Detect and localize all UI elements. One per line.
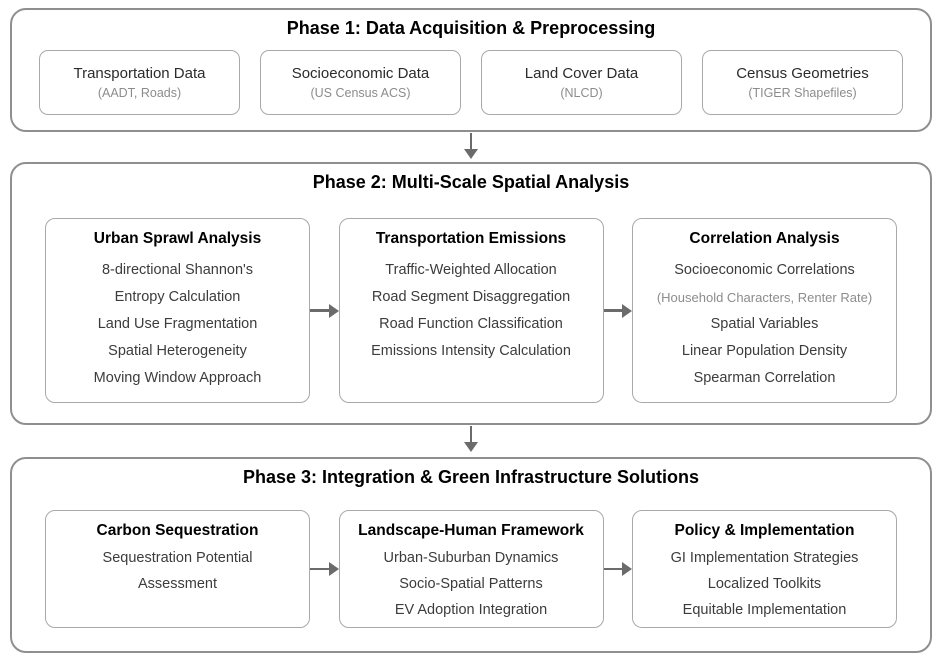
phase3-panel: Phase 3: Integration & Green Infrastruct… [10, 457, 932, 653]
box-sublabel: (NLCD) [560, 86, 603, 100]
box-lines: GI Implementation Strategies Localized T… [633, 545, 896, 623]
box-lines: Urban-Suburban Dynamics Socio-Spatial Pa… [340, 545, 603, 623]
phase2-connector-1 [310, 303, 339, 318]
box-label: Land Cover Data [524, 65, 639, 82]
box-sublabel: (AADT, Roads) [97, 86, 182, 100]
list-item: Moving Window Approach [93, 370, 262, 386]
phase2-connector-2 [603, 303, 632, 318]
box-heading: Policy & Implementation [674, 522, 855, 539]
box-heading: Landscape-Human Framework [358, 522, 584, 539]
list-item: Spatial Variables [710, 316, 819, 332]
right-arrow-icon [310, 562, 339, 576]
process-box-transportation-emissions: Transportation Emissions Traffic-Weighte… [338, 218, 604, 403]
list-item: Spatial Heterogeneity [108, 343, 247, 359]
box-lines: Traffic-Weighted Allocation Road Segment… [340, 257, 603, 365]
box-heading: Correlation Analysis [689, 230, 840, 247]
list-item: GI Implementation Strategies [670, 550, 859, 566]
phase1-to-phase2-connector [10, 132, 932, 162]
box-lines: Sequestration Potential Assessment [46, 545, 309, 597]
phase2-box-row: Urban Sprawl Analysis 8-directional Shan… [12, 218, 930, 403]
list-item: Socio-Spatial Patterns [399, 576, 543, 592]
phase2-panel: Phase 2: Multi-Scale Spatial Analysis Ur… [10, 162, 932, 425]
process-box-urban-sprawl-analysis: Urban Sprawl Analysis 8-directional Shan… [45, 218, 310, 403]
data-source-box-census-geometries: Census Geometries (TIGER Shapefiles) [702, 50, 903, 115]
phase1-box-row: Transportation Data (AADT, Roads) Socioe… [12, 50, 930, 115]
process-box-correlation-analysis: Correlation Analysis Socioeconomic Corre… [632, 218, 897, 403]
phase3-box-row: Carbon Sequestration Sequestration Poten… [12, 510, 930, 628]
list-item: 8-directional Shannon's [101, 262, 254, 278]
list-item: EV Adoption Integration [394, 602, 548, 618]
process-box-policy-implementation: Policy & Implementation GI Implementatio… [632, 510, 897, 628]
phase3-connector-2 [603, 562, 632, 576]
list-item: Urban-Suburban Dynamics [383, 550, 559, 566]
right-arrow-icon [310, 303, 339, 318]
list-item: Spearman Correlation [693, 370, 836, 386]
list-item: Linear Population Density [681, 343, 848, 359]
box-label: Transportation Data [73, 65, 206, 82]
box-heading: Transportation Emissions [375, 230, 567, 247]
box-heading: Urban Sprawl Analysis [93, 230, 262, 247]
list-item: Entropy Calculation [114, 289, 241, 305]
process-box-landscape-human-framework: Landscape-Human Framework Urban-Suburban… [338, 510, 604, 628]
box-lines: 8-directional Shannon's Entropy Calculat… [46, 257, 309, 392]
list-item: Emissions Intensity Calculation [371, 343, 571, 359]
list-item: Assessment [138, 576, 217, 592]
list-item: Equitable Implementation [682, 602, 847, 618]
list-item-muted: (Household Characters, Renter Rate) [656, 290, 873, 305]
box-heading: Carbon Sequestration [96, 522, 259, 539]
data-source-box-land-cover: Land Cover Data (NLCD) [481, 50, 682, 115]
down-arrow-icon [464, 132, 478, 159]
box-sublabel: (TIGER Shapefiles) [748, 86, 857, 100]
process-box-carbon-sequestration: Carbon Sequestration Sequestration Poten… [45, 510, 310, 628]
right-arrow-icon [603, 303, 632, 318]
phase2-title: Phase 2: Multi-Scale Spatial Analysis [312, 172, 630, 192]
box-label: Socioeconomic Data [291, 65, 430, 82]
right-arrow-icon [603, 562, 632, 576]
list-item: Land Use Fragmentation [97, 316, 258, 332]
list-item: Traffic-Weighted Allocation [385, 262, 557, 278]
box-lines: Socioeconomic Correlations (Household Ch… [633, 257, 896, 392]
phase1-title: Phase 1: Data Acquisition & Preprocessin… [286, 18, 656, 38]
data-source-box-transportation: Transportation Data (AADT, Roads) [39, 50, 240, 115]
list-item: Sequestration Potential [102, 550, 253, 566]
list-item: Socioeconomic Correlations [674, 262, 855, 278]
phase3-title: Phase 3: Integration & Green Infrastruct… [242, 467, 700, 487]
list-item: Road Function Classification [379, 316, 563, 332]
phase1-panel: Phase 1: Data Acquisition & Preprocessin… [10, 8, 932, 132]
data-source-box-socioeconomic: Socioeconomic Data (US Census ACS) [260, 50, 461, 115]
list-item: Road Segment Disaggregation [371, 289, 571, 305]
phase3-connector-1 [310, 562, 339, 576]
list-item: Localized Toolkits [707, 576, 822, 592]
box-label: Census Geometries [736, 65, 869, 82]
box-sublabel: (US Census ACS) [310, 86, 411, 100]
down-arrow-icon [464, 425, 478, 452]
phase2-to-phase3-connector [10, 425, 932, 457]
